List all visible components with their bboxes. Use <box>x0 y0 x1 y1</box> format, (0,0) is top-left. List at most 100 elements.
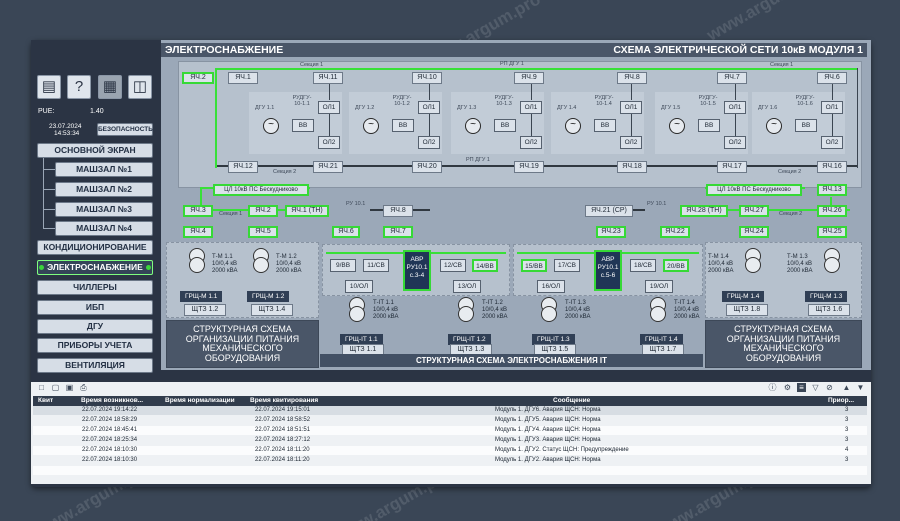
cell-ya23[interactable]: ЯЧ.23 <box>596 226 626 238</box>
grsh-it-1-1[interactable]: ГРЩ-IT 1.1 <box>340 334 383 345</box>
no-filter-icon[interactable]: ⊘ <box>826 383 833 392</box>
ventilation-button[interactable]: ВЕНТИЛЯЦИЯ <box>37 358 153 373</box>
col-ack[interactable]: Квит <box>38 397 54 404</box>
avr-right[interactable]: АВР РУ10.1 с.5-6 <box>594 250 622 291</box>
cell-ya8-ru[interactable]: ЯЧ.8 <box>383 205 413 217</box>
chillers-button[interactable]: ЧИЛЛЕРЫ <box>37 280 153 295</box>
cell-ya16[interactable]: ЯЧ.16 <box>817 161 847 173</box>
arrow-up-icon[interactable]: ▲ <box>842 383 851 392</box>
cell-ya21-sr[interactable]: ЯЧ.21 (СР) <box>585 205 633 217</box>
cell-ya8-top[interactable]: ЯЧ.8 <box>617 72 647 84</box>
breaker-ol2[interactable]: ОЛ2 <box>418 136 440 149</box>
breaker-15-vv[interactable]: 15/ВВ <box>521 259 547 272</box>
breaker-20-vv[interactable]: 20/ВВ <box>663 259 689 272</box>
breaker-vv[interactable]: ВВ <box>698 119 720 132</box>
cell-ya18[interactable]: ЯЧ.18 <box>617 161 647 173</box>
main-screen-button[interactable]: ОСНОВНОЙ ЭКРАН <box>37 143 153 158</box>
info-icon[interactable]: ⓘ <box>768 383 777 392</box>
breaker-ol1[interactable]: ОЛ1 <box>418 101 440 114</box>
sht-1-5[interactable]: ЩТЗ 1.5 <box>534 344 576 356</box>
cell-ya19[interactable]: ЯЧ.19 <box>514 161 544 173</box>
cell-ya21[interactable]: ЯЧ.21 <box>313 161 343 173</box>
cell-ya12[interactable]: ЯЧ.12 <box>228 161 258 173</box>
building-icon[interactable]: ▦ <box>98 75 122 99</box>
grsh-m-1-2[interactable]: ГРЩ-М 1.2 <box>247 291 290 302</box>
cell-ya2-ru[interactable]: ЯЧ.2 <box>248 205 278 217</box>
grsh-it-1-2[interactable]: ГРЩ-IT 1.2 <box>448 334 491 345</box>
grsh-m-1-1[interactable]: ГРЩ-М 1.1 <box>180 291 223 302</box>
cell-ya9-top[interactable]: ЯЧ.9 <box>514 72 544 84</box>
breaker-17-sv[interactable]: 17/СВ <box>554 259 580 272</box>
ups-button[interactable]: ИБП <box>37 300 153 315</box>
settings-icon[interactable]: ⚙ <box>783 383 792 392</box>
export-icon[interactable]: □ <box>39 383 44 392</box>
breaker-ol2[interactable]: ОЛ2 <box>821 136 843 149</box>
hall-4-button[interactable]: МАШЗАЛ №4 <box>55 221 153 236</box>
cell-ya4[interactable]: ЯЧ.4 <box>183 226 213 238</box>
cell-ya6-top[interactable]: ЯЧ.6 <box>817 72 847 84</box>
cell-ya1-top[interactable]: ЯЧ.1 <box>228 72 258 84</box>
col-priority[interactable]: Приор... <box>828 397 854 404</box>
struct-mech-right-button[interactable]: СТРУКТУРНАЯ СХЕМА ОРГАНИЗАЦИИ ПИТАНИЯ МЕ… <box>705 320 862 368</box>
sht-1-6[interactable]: ЩТЗ 1.6 <box>808 304 850 316</box>
breaker-vv[interactable]: ВВ <box>292 119 314 132</box>
cell-ya28-tn[interactable]: ЯЧ.28 (ТН) <box>680 205 728 217</box>
cell-ya2-top[interactable]: ЯЧ.2 <box>182 72 214 84</box>
book-icon[interactable]: ◫ <box>128 75 152 99</box>
sht-1-2[interactable]: ЩТЗ 1.2 <box>184 304 226 316</box>
breaker-vv[interactable]: ВВ <box>494 119 516 132</box>
col-occurred[interactable]: Время возникнов... <box>81 397 144 404</box>
cell-ya17[interactable]: ЯЧ.17 <box>717 161 747 173</box>
sht-1-4[interactable]: ЩТЗ 1.4 <box>251 304 293 316</box>
breaker-13-ol[interactable]: 13/ОЛ <box>453 280 481 293</box>
filter-icon[interactable]: ▽ <box>812 383 819 392</box>
breaker-11-sv[interactable]: 11/СВ <box>363 259 389 272</box>
cell-ya10-top[interactable]: ЯЧ.10 <box>412 72 442 84</box>
breaker-ol2[interactable]: ОЛ2 <box>724 136 746 149</box>
power-supply-button[interactable]: ЭЛЕКТРОСНАБЖЕНИЕ <box>37 260 153 275</box>
cell-ya6-ru[interactable]: ЯЧ.6 <box>332 226 360 238</box>
hall-1-button[interactable]: МАШЗАЛ №1 <box>55 162 153 177</box>
breaker-ol1[interactable]: ОЛ1 <box>620 101 642 114</box>
breaker-12-sv[interactable]: 12/СВ <box>440 259 466 272</box>
breaker-ol2[interactable]: ОЛ2 <box>520 136 542 149</box>
struct-it-button[interactable]: СТРУКТУРНАЯ СХЕМА ЭЛЕКТРОСНАБЖЕНИЯ IT <box>320 354 703 367</box>
breaker-ol1[interactable]: ОЛ1 <box>821 101 843 114</box>
col-acked[interactable]: Время квитирования <box>250 397 319 404</box>
grsh-it-1-4[interactable]: ГРЩ-IT 1.4 <box>640 334 683 345</box>
grsh-it-1-3[interactable]: ГРЩ-IT 1.3 <box>532 334 575 345</box>
hall-2-button[interactable]: МАШЗАЛ №2 <box>55 182 153 197</box>
meters-button[interactable]: ПРИБОРЫ УЧЕТА <box>37 338 153 353</box>
grsh-m-1-4[interactable]: ГРЩ-М 1.4 <box>722 291 765 302</box>
avr-left[interactable]: АВР РУ10.1 с.3-4 <box>403 250 431 291</box>
col-message[interactable]: Сообщение <box>553 397 591 404</box>
cell-ya5[interactable]: ЯЧ.5 <box>248 226 278 238</box>
cell-ya25[interactable]: ЯЧ.25 <box>817 226 847 238</box>
sht-1-8[interactable]: ЩТЗ 1.8 <box>726 304 768 316</box>
breaker-10-ol[interactable]: 10/ОЛ <box>345 280 373 293</box>
breaker-16-ol[interactable]: 16/ОЛ <box>537 280 565 293</box>
cell-ya1-tn[interactable]: ЯЧ.1 (ТН) <box>285 205 329 217</box>
document-search-icon[interactable]: ▤ <box>37 75 61 99</box>
conditioning-button[interactable]: КОНДИЦИОНИРОВАНИЕ <box>37 240 153 255</box>
cell-ya11-top[interactable]: ЯЧ.11 <box>313 72 343 84</box>
cell-ya24[interactable]: ЯЧ.24 <box>739 226 769 238</box>
breaker-ol2[interactable]: ОЛ2 <box>620 136 642 149</box>
arrow-down-icon[interactable]: ▼ <box>856 383 865 392</box>
list-icon[interactable]: ≡ <box>797 383 806 392</box>
cell-ya27[interactable]: ЯЧ.27 <box>739 205 769 217</box>
cell-ya3[interactable]: ЯЧ.3 <box>183 205 213 217</box>
doc-icon[interactable]: ▢ <box>51 383 60 392</box>
cell-ya7-ru[interactable]: ЯЧ.7 <box>383 226 413 238</box>
col-normalized[interactable]: Время нормализации <box>165 397 235 404</box>
dgu-button[interactable]: ДГУ <box>37 319 153 334</box>
breaker-18-sv[interactable]: 18/СВ <box>630 259 656 272</box>
cell-ya22[interactable]: ЯЧ.22 <box>660 226 690 238</box>
breaker-9-vv[interactable]: 9/ВВ <box>330 259 356 272</box>
